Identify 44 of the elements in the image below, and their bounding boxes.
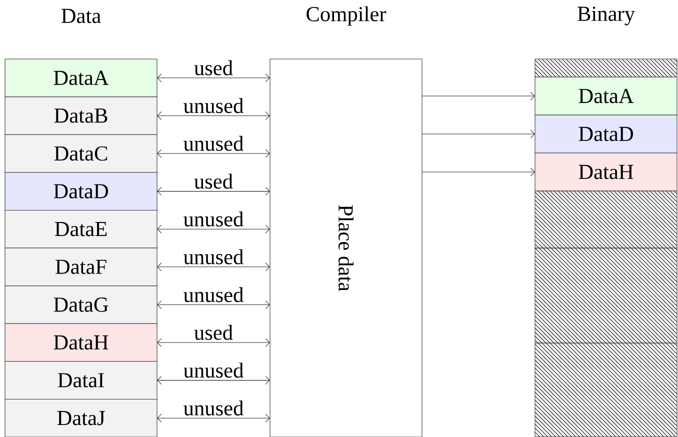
arrow [157, 338, 270, 347]
arrow [157, 414, 270, 422]
column-heading: Data [61, 8, 101, 24]
edge-label: unused [182, 361, 246, 380]
data-box: DataG [4, 286, 158, 324]
column-heading: Binary [578, 6, 635, 26]
data-box: DataB [4, 96, 158, 135]
edge-label: used [192, 58, 234, 77]
data-box: DataD [534, 114, 678, 154]
data-box: DataI [4, 361, 158, 400]
column-heading: Compiler [306, 6, 386, 26]
edge-label: used [192, 324, 234, 342]
arrow [157, 74, 270, 82]
arrow [157, 224, 270, 234]
hatched-block [534, 248, 678, 344]
hatched-block [534, 190, 678, 248]
data-box: DataA [4, 58, 158, 98]
edge-label: unused [182, 134, 246, 152]
hatched-block [534, 58, 678, 78]
edge-label: unused [182, 286, 246, 304]
arrow [157, 376, 270, 385]
arrow [157, 300, 270, 309]
arrow [157, 111, 270, 120]
data-box: DataD [4, 172, 158, 210]
arrow [157, 149, 270, 158]
data-box: DataA [534, 76, 678, 116]
data-box: DataJ [4, 398, 158, 437]
arrow [422, 92, 535, 100]
arrow [157, 187, 270, 196]
hatched-block [534, 342, 678, 437]
edge-label: unused [182, 399, 246, 417]
data-box: DataC [4, 134, 158, 173]
arrow [157, 262, 270, 272]
edge-label: unused [182, 96, 246, 114]
edge-label: unused [182, 210, 246, 228]
arrow [422, 168, 535, 176]
arrow [422, 130, 535, 138]
process-box: Place data [270, 58, 422, 437]
data-box: DataE [4, 210, 158, 248]
data-box: DataH [4, 323, 158, 362]
data-box: DataH [534, 152, 678, 192]
edge-label: used [192, 172, 234, 190]
edge-label: unused [182, 248, 246, 266]
data-box: DataF [4, 248, 158, 286]
